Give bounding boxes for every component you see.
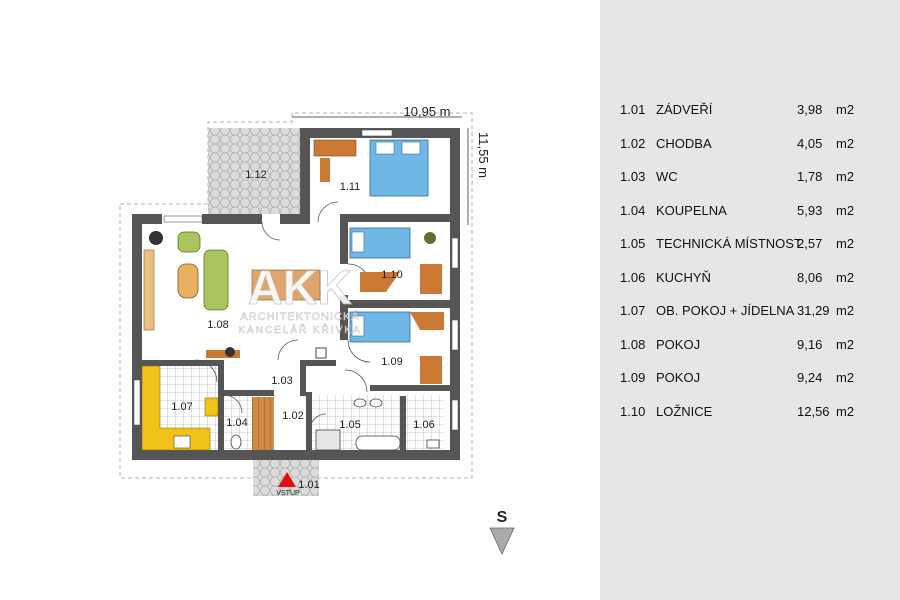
legend-room-area: 3,98 xyxy=(797,102,823,117)
fridge xyxy=(204,397,219,417)
room-label-1-02: 1.02 xyxy=(282,410,303,422)
legend-room-number: 1.05 xyxy=(620,236,646,251)
legend-room-area: 8,06 xyxy=(797,269,823,285)
legend-area-unit: m2 xyxy=(836,236,855,251)
legend-area-unit: m2 xyxy=(836,403,855,419)
chimney xyxy=(315,347,327,359)
entrance-label: VSTUP xyxy=(276,490,300,497)
legend-room-name: POKOJ xyxy=(656,336,701,352)
legend-room-name: OB. POKOJ + JÍDELNA xyxy=(656,303,795,318)
hall-wardrobe xyxy=(252,397,274,458)
compass-label: S xyxy=(497,509,508,526)
room-area-legend: 1.01 ZÁDVEŘÍ 3,98 m2 1.02 CHODBA 4,05 m2 1.03 WC 1… xyxy=(600,0,900,600)
legend-room-area: 31,29 xyxy=(797,303,830,318)
wardrobe-1-11 xyxy=(320,158,330,182)
room-labels: 1.12 1.11 1.10 1.09 1.08 1.07 1.04 1.03 … xyxy=(171,169,434,491)
legend-room-number: 1.08 xyxy=(620,336,646,352)
sink xyxy=(369,398,383,408)
legend-room-name: TECHNICKÁ MÍSTNOST xyxy=(656,236,802,251)
pillow-left xyxy=(375,141,395,155)
room-label-1-10: 1.10 xyxy=(381,269,402,281)
legend-area-unit: m2 xyxy=(836,303,855,318)
kitchen-counter xyxy=(141,365,211,451)
legend-room-area: 12,56 xyxy=(797,403,830,419)
room-label-1-07: 1.07 xyxy=(171,401,192,413)
watermark-line-1: ARCHITEKTONICKÁ xyxy=(240,310,359,323)
legend-room-name: ZÁDVEŘÍ xyxy=(656,102,713,117)
shelf-1-10 xyxy=(360,272,400,292)
watermark: AKK ARCHITEKTONICKÁ KANCELÁŘ KŘIVKA xyxy=(238,262,361,337)
floor-plan-area: 10,95 m 11,55 m xyxy=(119,104,515,555)
legend-area-unit: m2 xyxy=(836,135,855,151)
legend-room-area: 9,16 xyxy=(797,336,823,352)
legend-room-number: 1.04 xyxy=(620,202,646,218)
legend-area-unit: m2 xyxy=(836,370,855,385)
legend-room-name: KUCHYŇ xyxy=(656,269,711,285)
cooktop xyxy=(173,435,191,449)
toilet xyxy=(230,434,242,450)
dimension-depth-label: 11,55 m xyxy=(476,132,491,178)
legend-area-unit: m2 xyxy=(836,169,855,184)
legend-room-number: 1.07 xyxy=(620,303,646,318)
legend-room-number: 1.09 xyxy=(620,370,646,385)
dresser-top xyxy=(313,139,357,157)
sideboard xyxy=(206,350,240,358)
watermark-logo: AKK xyxy=(248,262,352,315)
legend-room-area: 5,93 xyxy=(797,202,823,218)
plant-icon xyxy=(225,347,235,357)
room-label-1-03: 1.03 xyxy=(271,375,292,387)
legend-room-area: 1,78 xyxy=(797,169,823,184)
sink xyxy=(353,398,367,408)
windows xyxy=(133,129,459,431)
legend-room-number: 1.02 xyxy=(620,135,646,151)
north-arrow-icon xyxy=(489,527,515,555)
legend-room-number: 1.06 xyxy=(620,269,646,285)
terrace xyxy=(208,128,300,214)
room-label-1-08: 1.08 xyxy=(207,319,228,331)
legend-area-unit: m2 xyxy=(836,202,855,218)
wardrobe-1-09 xyxy=(410,312,444,330)
boiler xyxy=(426,439,440,449)
dining-table xyxy=(251,269,321,301)
legend-room-name: POKOJ xyxy=(656,370,701,385)
dimension-width-label: 10,95 m xyxy=(404,104,451,119)
entrance-arrow-icon xyxy=(278,472,296,487)
room-label-1-11: 1.11 xyxy=(340,181,361,193)
pillow-right xyxy=(401,141,421,155)
legend-room-name: CHODBA xyxy=(656,135,712,151)
room-label-1-04: 1.04 xyxy=(226,417,247,429)
room-label-1-12: 1.12 xyxy=(245,169,266,181)
bathtub xyxy=(355,435,401,451)
floor-plan-drawing: 10,95 m 11,55 m xyxy=(119,104,515,555)
watermark-line-2: KANCELÁŘ KŘIVKA xyxy=(238,323,361,336)
armchair xyxy=(177,231,201,253)
legend-room-name: WC xyxy=(656,169,678,184)
desk-1-10 xyxy=(420,264,442,294)
room-label-1-01: 1.01 xyxy=(298,479,319,491)
room-label-1-06: 1.06 xyxy=(413,419,434,431)
legend-area-unit: m2 xyxy=(836,102,855,117)
legend-area-unit: m2 xyxy=(836,336,855,352)
legend-room-area: 2,57 xyxy=(797,236,823,251)
desk-1-09 xyxy=(420,356,442,384)
legend-room-number: 1.01 xyxy=(620,102,646,117)
legend-area-unit: m2 xyxy=(836,269,855,285)
legend-room-area: 4,05 xyxy=(797,135,823,151)
walls xyxy=(132,128,460,460)
room-label-1-09: 1.09 xyxy=(381,356,402,368)
tv-cabinet xyxy=(143,249,155,331)
plant-icon xyxy=(424,232,436,244)
legend-room-name: KOUPELNA xyxy=(656,202,727,218)
coffee-table xyxy=(177,263,199,299)
room-label-1-05: 1.05 xyxy=(339,419,360,431)
legend-room-number: 1.03 xyxy=(620,169,646,184)
sofa xyxy=(203,249,229,311)
legend-room-number: 1.10 xyxy=(620,403,646,419)
legend-room-name: LOŽNICE xyxy=(656,403,713,419)
legend-room-area: 9,24 xyxy=(797,370,823,385)
plant-icon xyxy=(149,231,163,245)
shower xyxy=(315,429,341,451)
